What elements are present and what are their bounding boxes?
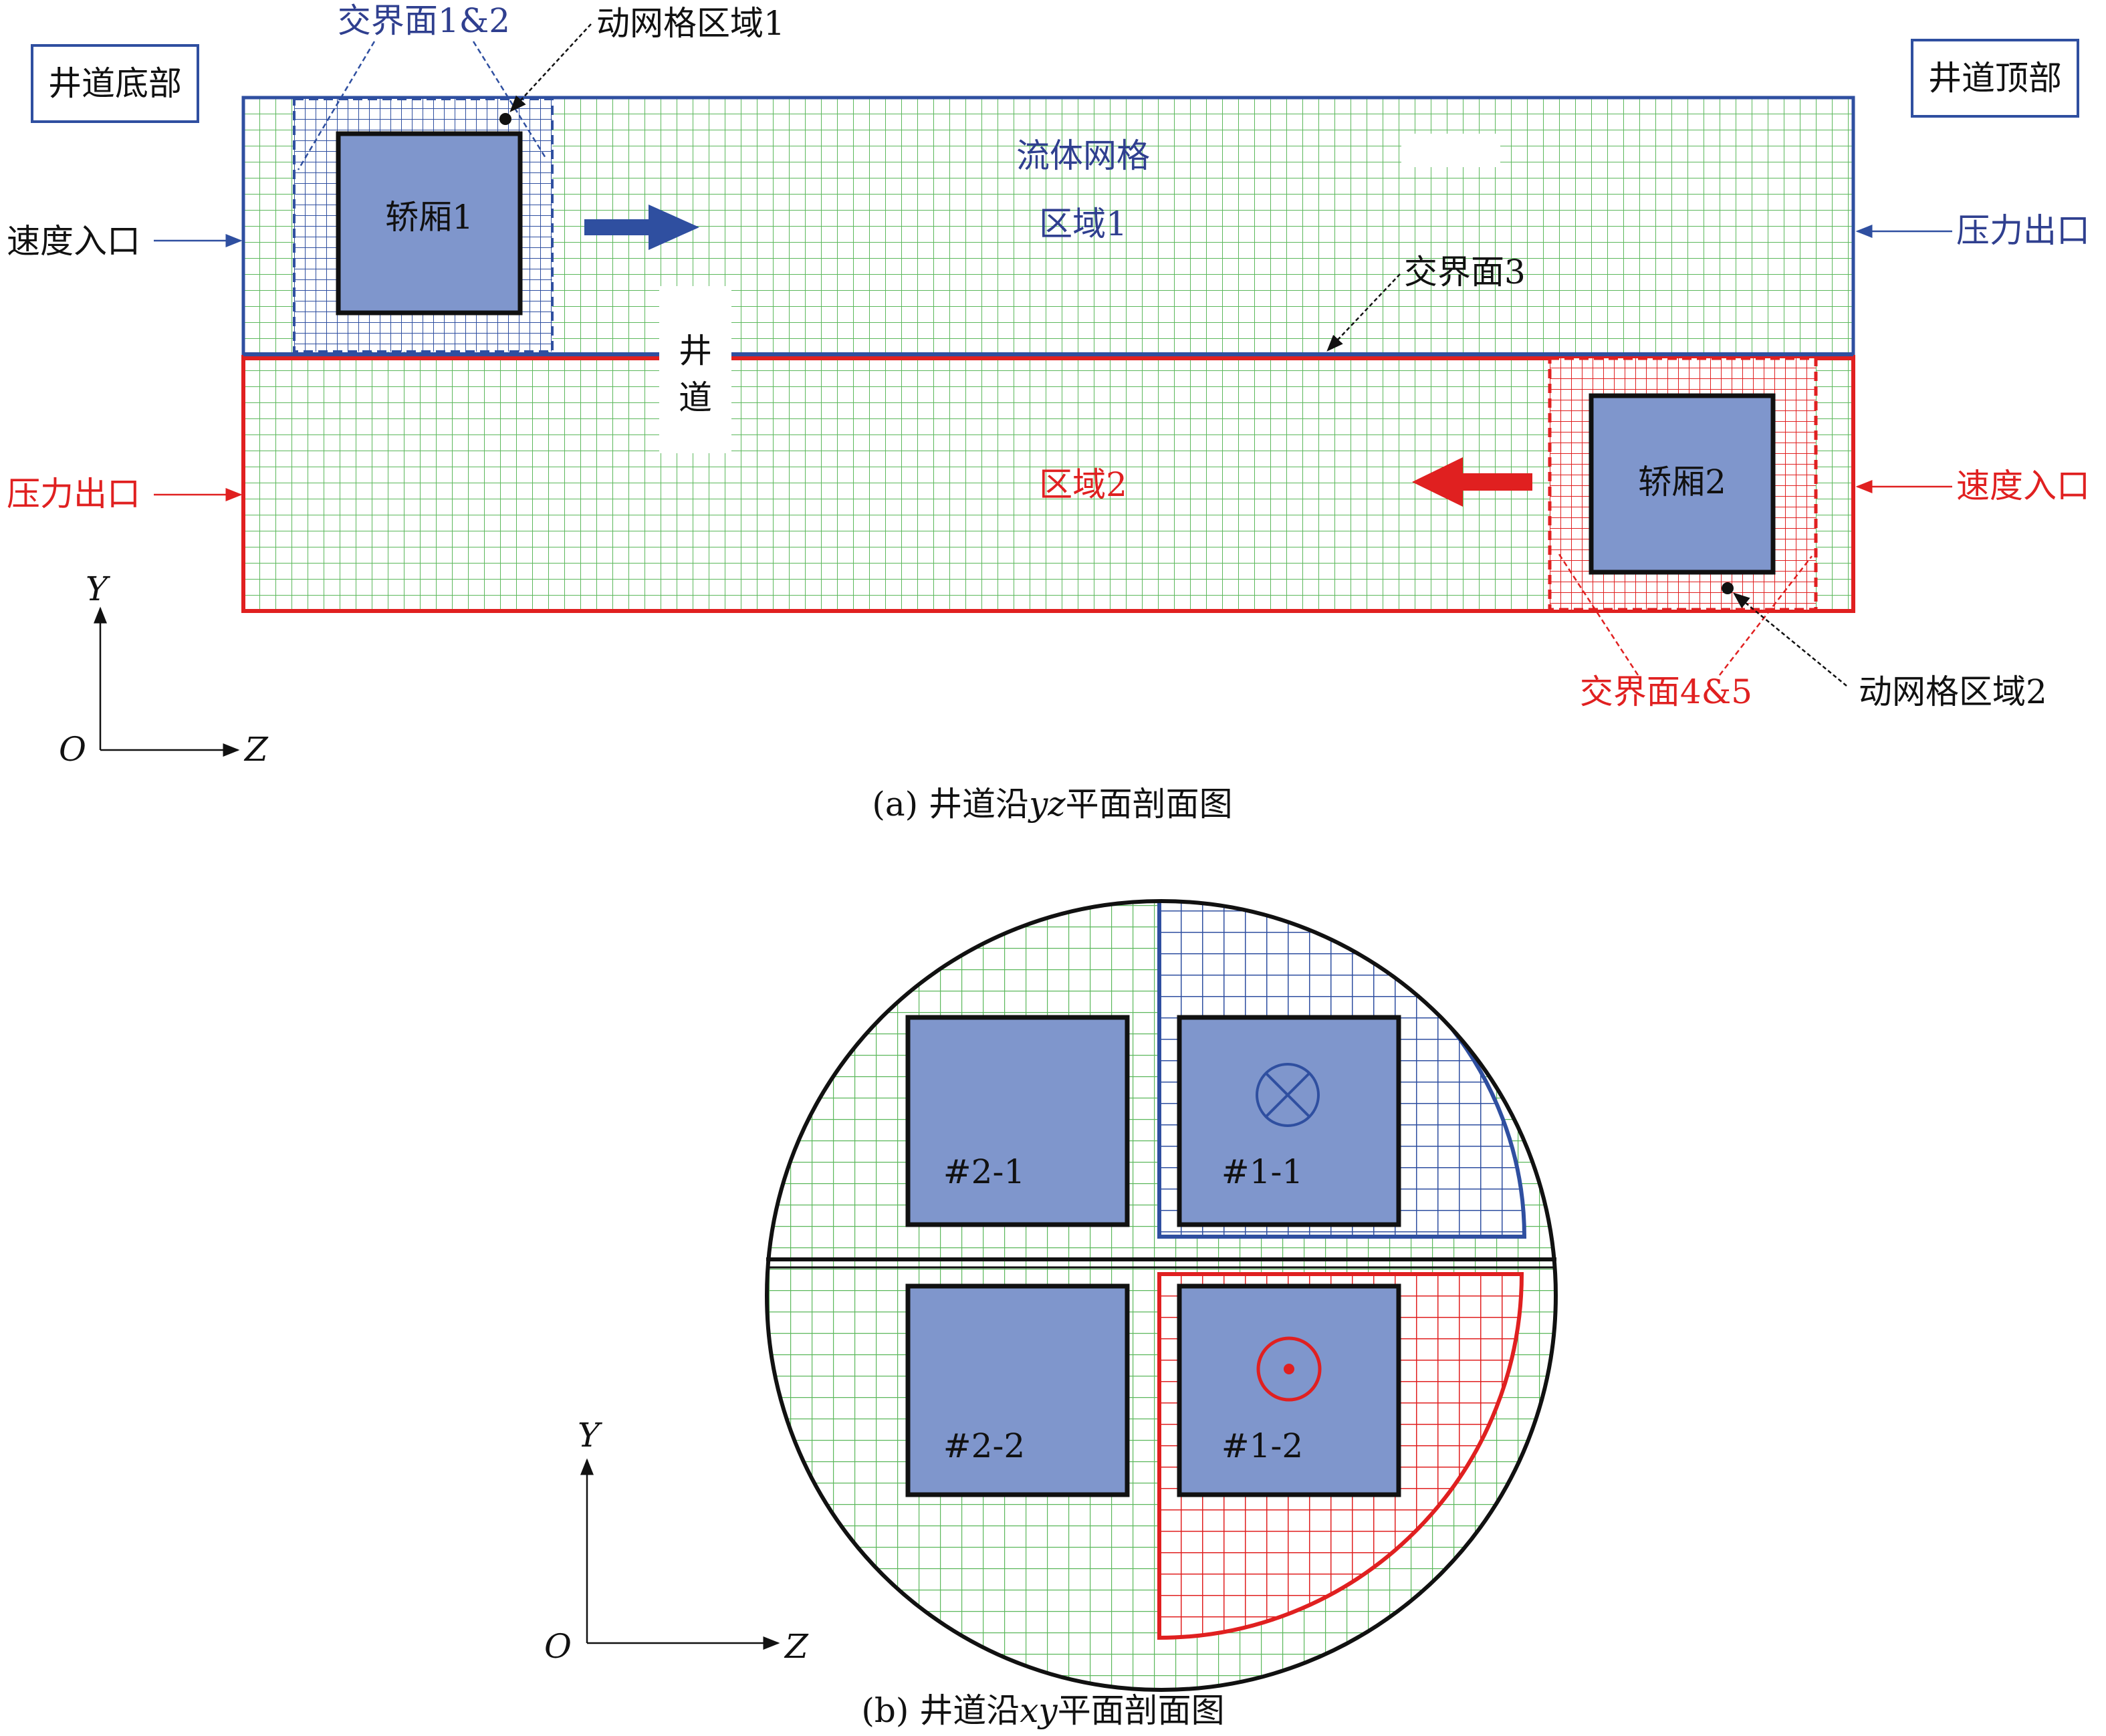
- car-1-label: 轿厢1: [385, 198, 473, 237]
- car-1-direction-arrow: [584, 205, 699, 250]
- car-1-2-label: #1-2: [1221, 1427, 1303, 1465]
- car-1: [336, 131, 523, 316]
- interface-3-label: 交界面3: [1404, 253, 1526, 291]
- car-2-1-label: #2-1: [943, 1152, 1025, 1191]
- caption-a: (a) 井道沿yz平面剖面图: [872, 785, 1232, 824]
- axes-b: Y O Z: [544, 1416, 809, 1666]
- axis-z-a: Z: [243, 730, 269, 769]
- shaft-top-label: 井道顶部: [1928, 59, 2062, 98]
- car-2: [1589, 393, 1776, 575]
- shaft-top-box: [1911, 39, 2079, 118]
- car-2-2-label: #2-2: [943, 1427, 1025, 1465]
- car-1-2: [1177, 1283, 1401, 1497]
- moving-mesh-1-label: 动网格区域1: [596, 4, 785, 43]
- shaft-bottom-box: [31, 44, 199, 123]
- region-1-label: 区域1: [1039, 205, 1127, 243]
- car-2-direction-arrow: [1412, 457, 1532, 507]
- car-2-1: [905, 1015, 1130, 1227]
- out-of-page-icon: [1256, 1336, 1322, 1402]
- moving-mesh-2-label: 动网格区域2: [1859, 672, 2047, 711]
- shaft-char-1: 井: [679, 332, 712, 370]
- moving-mesh-1-dot: [499, 113, 511, 125]
- velocity-inlet-right-label: 速度入口: [1956, 467, 2090, 505]
- caption-b: (b) 井道沿xy平面剖面图: [861, 1691, 1224, 1730]
- shaft-bottom-label: 井道底部: [48, 64, 182, 103]
- axis-o-b: O: [544, 1627, 572, 1666]
- pressure-outlet-right-label: 压力出口: [1956, 211, 2090, 250]
- axis-y-b: Y: [578, 1416, 602, 1455]
- axes-a: Y O Z: [59, 570, 269, 769]
- car-1-1: [1177, 1015, 1401, 1227]
- panel-b: #2-1 #1-1 #2-2 #1-2 Y O Z (b) 井道沿xy平面剖面图: [544, 899, 1558, 1730]
- axis-z-b: Z: [784, 1627, 809, 1666]
- car-2-label: 轿厢2: [1638, 463, 1726, 501]
- into-page-icon: [1256, 1063, 1320, 1127]
- axis-o-a: O: [59, 730, 86, 769]
- axis-y-a: Y: [86, 570, 110, 608]
- velocity-inlet-left-label: 速度入口: [7, 222, 140, 261]
- shaft-char-2: 道: [679, 378, 712, 417]
- panel-a: 轿厢1 轿厢2 井 道 流体网格 区域1 区域2 井道底部 井道顶部: [7, 1, 2090, 824]
- interface-45-label: 交界面4&5: [1580, 672, 1752, 711]
- shaft-outline: [765, 899, 1558, 1692]
- car-2-2: [905, 1283, 1130, 1497]
- car-1-1-label: #1-1: [1221, 1152, 1303, 1191]
- fluid-mesh-label: 流体网格: [1016, 136, 1150, 175]
- moving-mesh-2-dot: [1722, 582, 1734, 594]
- region-2-label: 区域2: [1039, 465, 1127, 504]
- interface-12-label: 交界面1&2: [338, 1, 510, 40]
- pressure-outlet-left-label: 压力出口: [7, 475, 140, 513]
